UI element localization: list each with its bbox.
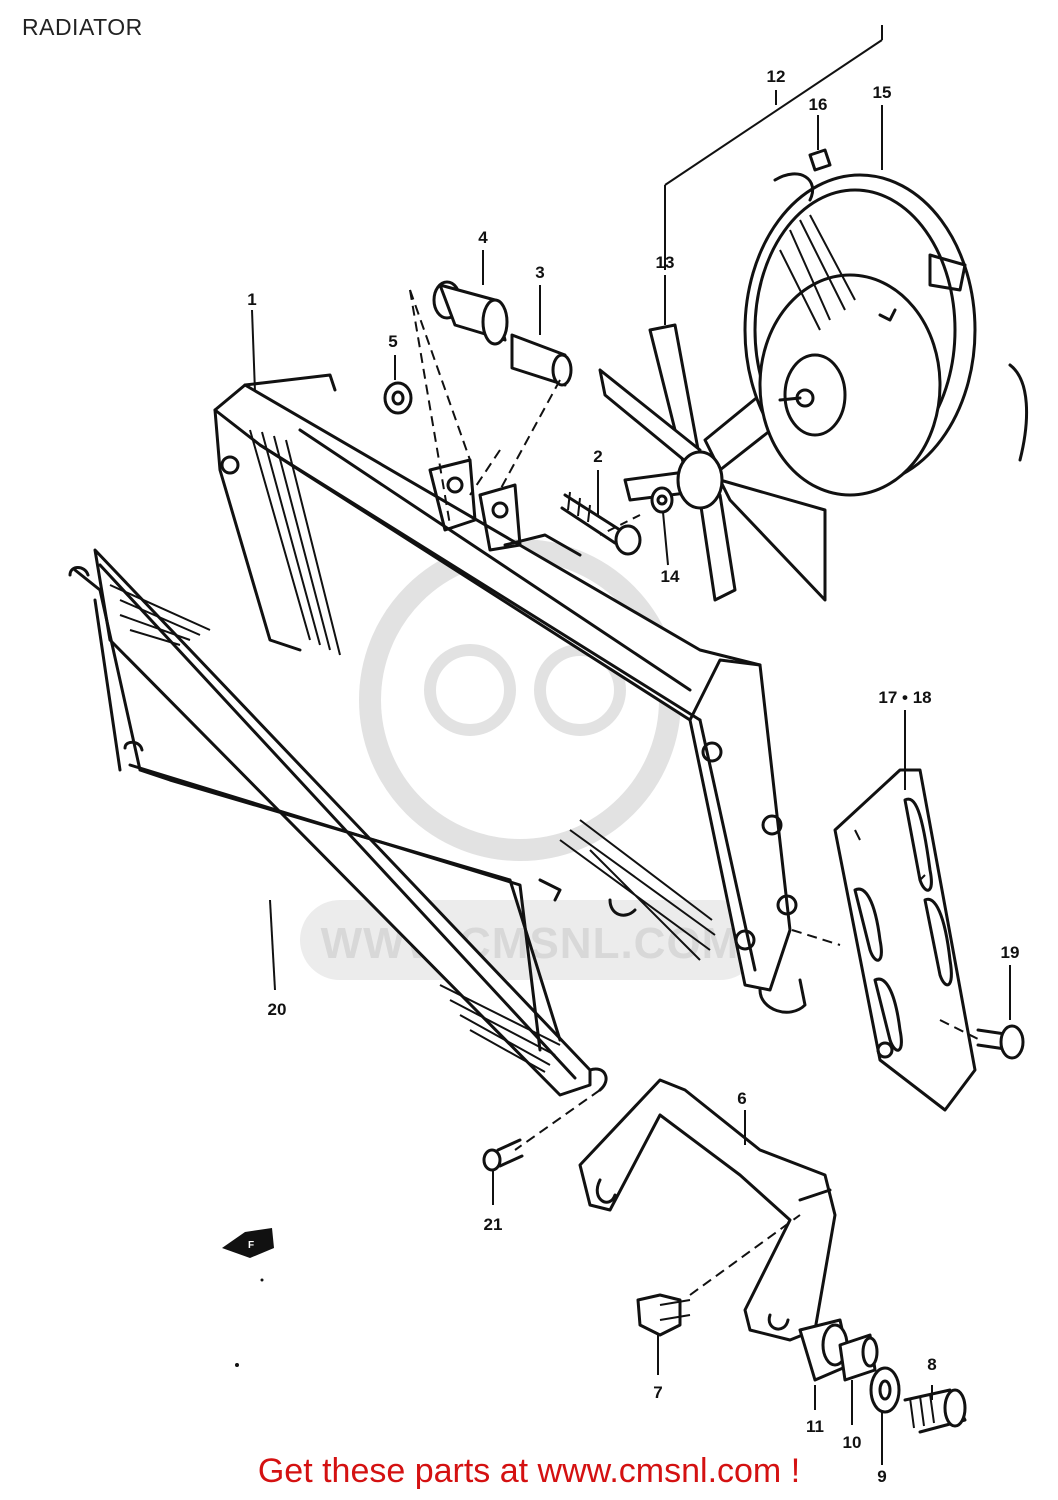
callout-10: 10 — [843, 1433, 862, 1452]
callout-9: 9 — [877, 1467, 886, 1486]
callout-21: 21 — [484, 1215, 503, 1234]
front-arrow-icon: F — [222, 1228, 274, 1258]
stray-dot — [235, 1363, 239, 1367]
callout-2: 2 — [593, 447, 602, 466]
page-title: RADIATOR — [22, 14, 143, 40]
stay-bracket — [578, 1078, 837, 1342]
callout-16: 16 — [809, 95, 828, 114]
mount-hardware — [798, 1318, 967, 1434]
fan-motor-shroud — [743, 148, 1028, 497]
callout-17-18: 17 • 18 — [878, 688, 931, 707]
callout-3: 3 — [535, 263, 544, 282]
callout-4: 4 — [478, 228, 488, 247]
callout-8: 8 — [927, 1355, 936, 1374]
bolt-2 — [560, 491, 642, 556]
radiator-grille — [68, 548, 608, 1097]
stray-dot — [260, 1278, 264, 1282]
callout-11: 11 — [806, 1417, 824, 1436]
callout-5: 5 — [388, 332, 397, 351]
bolt-7 — [636, 1293, 691, 1337]
radiator-core — [213, 373, 807, 1014]
callout-20: 20 — [268, 1000, 287, 1019]
callout-15: 15 — [873, 83, 892, 102]
callout-14: 14 — [661, 567, 680, 586]
callout-13: 13 — [656, 253, 675, 272]
footer-link[interactable]: Get these parts at www.cmsnl.com ! — [257, 1452, 801, 1490]
svg-text:F: F — [248, 1240, 254, 1251]
cushion-parts — [383, 280, 573, 415]
callout-19: 19 — [1001, 943, 1020, 962]
radiator-top-tabs — [428, 458, 582, 557]
callout-labels: 1 2 3 4 5 6 7 8 9 10 11 12 13 14 15 16 1… — [247, 67, 1019, 1486]
leader-lines — [251, 25, 1011, 1465]
callout-7: 7 — [653, 1383, 662, 1402]
screw-19 — [976, 1024, 1025, 1060]
side-plate — [833, 768, 977, 1112]
callout-6: 6 — [737, 1089, 746, 1108]
callout-1: 1 — [247, 290, 256, 309]
callout-12: 12 — [767, 67, 786, 86]
screw-21 — [482, 1138, 524, 1172]
